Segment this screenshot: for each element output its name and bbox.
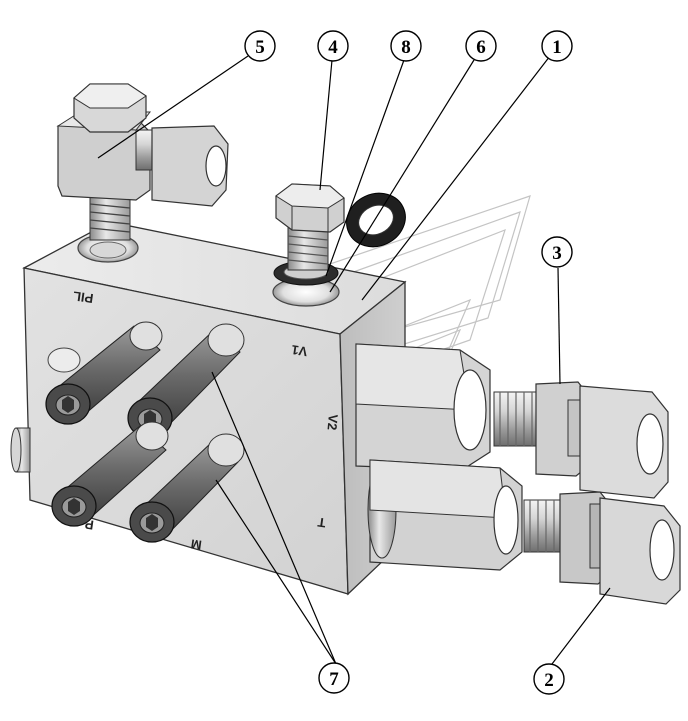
callout-3-number: 3 xyxy=(552,243,562,264)
callout-5: 5 xyxy=(244,30,276,62)
callout-8-number: 8 xyxy=(401,37,411,58)
leader-3 xyxy=(557,267,561,385)
callout-6: 6 xyxy=(465,30,497,62)
leader-6 xyxy=(329,59,475,293)
label-m: M xyxy=(190,536,203,552)
leader-5 xyxy=(97,55,249,159)
callout-3: 3 xyxy=(541,236,573,268)
bolt-lower-right xyxy=(129,433,245,543)
callout-6-number: 6 xyxy=(476,37,486,58)
side-fitting-lower xyxy=(367,459,523,571)
leader-2 xyxy=(551,587,611,665)
callout-1-number: 1 xyxy=(552,37,562,58)
face-washer xyxy=(47,347,81,373)
bolt-upper-left xyxy=(45,321,163,425)
fitting-part-3 xyxy=(493,381,669,499)
plug-part-4 xyxy=(275,183,345,271)
leader-8 xyxy=(325,59,405,277)
label-v1: V1 xyxy=(290,342,308,359)
callout-1: 1 xyxy=(541,30,573,62)
callout-4: 4 xyxy=(317,30,349,62)
side-fitting-upper xyxy=(355,343,491,471)
callout-7: 7 xyxy=(318,662,350,694)
block-labels: PIL V1 V2 T M P xyxy=(72,288,341,552)
label-t: T xyxy=(317,514,327,530)
callout-2-number: 2 xyxy=(544,670,554,691)
label-pil: PIL xyxy=(72,288,94,306)
callout-7-number: 7 xyxy=(329,669,339,690)
leader-1 xyxy=(361,55,551,301)
leader-7b xyxy=(215,479,337,665)
bolt-lower-left xyxy=(51,421,169,527)
callout-2: 2 xyxy=(533,663,565,695)
label-p: P xyxy=(84,517,95,533)
left-stub-port xyxy=(10,427,31,473)
elbow-fitting-part-5 xyxy=(56,83,229,241)
fitting-part-2 xyxy=(523,491,681,605)
top-port-left xyxy=(77,233,139,263)
elbow-nut xyxy=(151,125,229,207)
callout-5-number: 5 xyxy=(255,37,265,58)
callout-8: 8 xyxy=(390,30,422,62)
callout-4-number: 4 xyxy=(328,37,338,58)
label-v2: V2 xyxy=(324,414,340,431)
leader-lines xyxy=(97,55,611,665)
o-ring-part-8 xyxy=(346,192,406,248)
leader-7 xyxy=(211,371,337,665)
leader-4 xyxy=(319,59,333,191)
